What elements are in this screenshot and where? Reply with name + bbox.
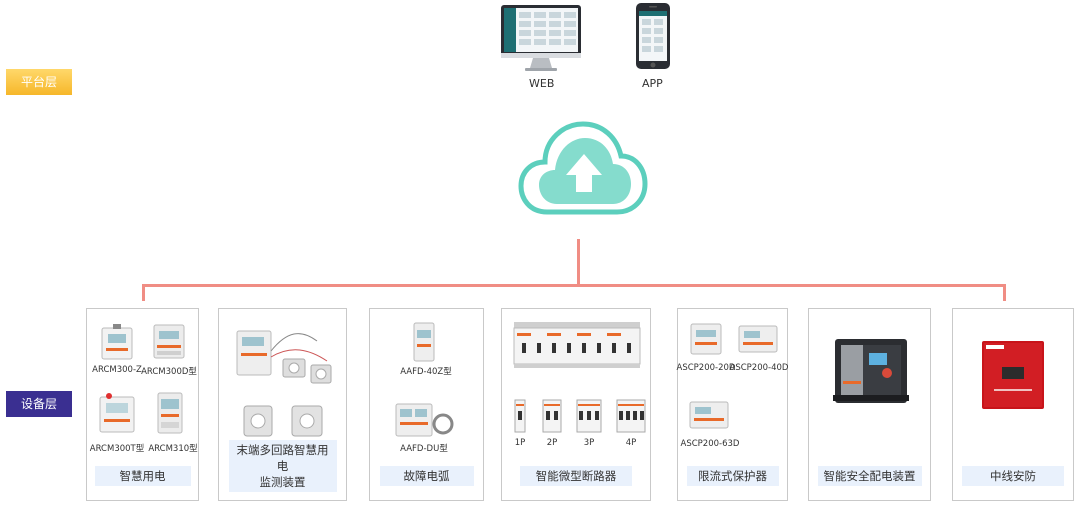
smartphone-icon [636,3,670,69]
sensor-device-icon [291,405,323,437]
product-label: ARCM310型 [148,444,198,454]
product-label: ASCP200-20D [676,363,736,373]
breaker-assembly-icon [513,322,641,368]
arc-detector-icon [395,403,454,437]
meter-device-icon [157,392,183,434]
panel-caption: 末端多回路智慧用电 监测装置 [228,440,337,492]
drop-connector-right [1003,284,1006,301]
monitor-device-icon [236,330,332,384]
product-label: ARCM300-Z [92,365,142,375]
meter-device-icon [153,324,185,359]
panel-caption: 限流式保护器 [686,466,779,486]
trunk-connector [577,239,580,285]
product-label: ARCM300D型 [141,367,197,377]
product-label: 2P [546,438,558,448]
cloud-upload-icon [518,121,648,215]
panel-caption: 故障电弧 [379,466,474,486]
panel-caption: 智能安全配电装置 [817,466,922,486]
breaker-3p-icon [576,399,602,433]
panel-caption: 智能微型断路器 [520,466,632,486]
protector-device-icon [738,325,778,353]
panel-arc-fault: AAFD-40Z型 AAFD-DU型 故障电弧 [369,308,484,501]
sensor-device-icon [243,405,273,437]
breaker-4p-icon [616,399,646,433]
panel-smart-distribution: 智能安全配电装置 [808,308,931,501]
product-label: ASCP200-63D [680,439,740,449]
distribution-cabinet-icon [833,339,909,403]
product-label: AAFD-40Z型 [400,367,452,377]
panel-current-limiting-protector: ASCP200-20D ASCP200-40D ASCP200-63D 限流式保… [677,308,788,501]
platform-layer-tag: 平台层 [6,69,72,95]
meter-device-icon [101,324,133,360]
breaker-2p-icon [542,399,562,433]
product-label: ASCP200-40D [729,363,789,373]
panel-smart-mcb: 1P 2P 3P 4P 智能微型断路器 [501,308,651,501]
arc-detector-icon [413,322,435,362]
product-label: 4P [625,438,637,448]
bus-connector [142,284,1006,287]
panel-smart-electricity: ARCM300-Z ARCM300D型 ARCM300T型 ARCM310型 智… [86,308,199,501]
panel-neutral-protection: 中线安防 [952,308,1074,501]
protector-device-icon [690,323,722,355]
device-layer-tag: 设备层 [6,391,72,417]
product-label: ARCM300T型 [89,444,145,454]
breaker-1p-icon [514,399,526,433]
web-label: WEB [529,77,555,90]
drop-connector-left [142,284,145,301]
protector-device-icon [689,401,729,429]
app-label: APP [642,77,663,90]
panel-caption: 中线安防 [962,466,1064,486]
meter-device-icon [99,393,135,433]
panel-caption: 智慧用电 [94,466,191,486]
panel-multi-circuit-monitor: 2P 3P 末端多回路智慧用电 监测装置 [218,308,347,501]
product-label: 1P [514,438,526,448]
protection-box-icon [982,341,1044,409]
product-label: 3P [583,438,595,448]
product-label: AAFD-DU型 [400,444,448,454]
monitor-icon [501,5,581,71]
